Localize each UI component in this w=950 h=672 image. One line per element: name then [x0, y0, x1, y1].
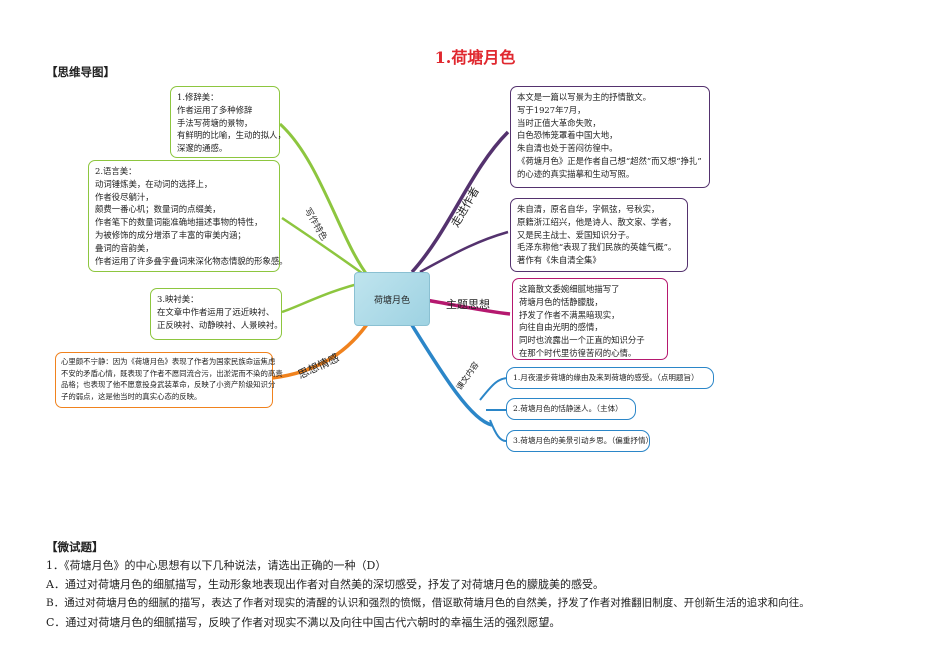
box-line: 心里颇不宁静：因为《荷塘月色》表现了作者为国家民族命运焦虑 — [61, 357, 276, 366]
mindmap-heading: 【思维导图】 — [46, 65, 115, 79]
box-line: 向往自由光明的感情， — [519, 322, 603, 333]
emotion-branch-line — [271, 319, 372, 380]
box-line: 在那个时代里彷徨苦闷的心情。 — [519, 347, 637, 358]
box-line: 荷塘月色的恬静朦胧， — [519, 296, 603, 307]
writing-branch-line-2 — [281, 216, 367, 278]
box-line: 《荷塘月色》正是作者自己想“超然”而又想“挣扎” — [517, 155, 702, 166]
box-line: 原籍浙江绍兴，他是诗人、散文家、学者， — [517, 216, 677, 227]
exercise-body: 1．《荷塘月色》的中心思想有以下几种说法，请选出正确的一种（D） A．通过对荷塘… — [46, 556, 936, 632]
box-line: 朱自清也处于苦闷彷徨中。 — [517, 143, 618, 154]
box-line: 1.修辞美： — [177, 92, 219, 102]
center-node: 荷塘月色 — [354, 272, 430, 326]
theme-box: 这篇散文委婉细腻地描写了 荷塘月色的恬静朦胧， 抒发了作者不满黑暗现实， 向往自… — [512, 278, 668, 360]
box-line: 2.荷塘月色的恬静迷人。（主体） — [513, 404, 623, 413]
box-line: 同时也流露出一个正直的知识分子 — [519, 335, 645, 346]
writing-branch-line — [278, 122, 370, 277]
box-line: 品格；也表现了他不愿意投身武装革命，反映了小资产阶级知识分 — [61, 380, 276, 390]
author-branch-line — [410, 130, 510, 274]
box-line: 叠词的音韵美， — [95, 242, 154, 253]
box-line: 写于1927年7月， — [517, 104, 586, 115]
structure-branch-line-3 — [489, 419, 507, 442]
box-line: 1.月夜漫步荷塘的缘由及来到荷塘的感受。（点明题旨） — [513, 373, 699, 382]
box-line: 朱自清，原名自华，字佩弦，号秋实， — [517, 204, 660, 214]
box-line: 毛泽东称他“表现了我们民族的英雄气概”。 — [517, 242, 677, 253]
box-line: 动词锤炼美，在动词的选择上， — [95, 178, 213, 189]
author-branch-line-2 — [419, 230, 509, 274]
author-box-background: 本文是一篇以写景为主的抒情散文。 写于1927年7月， 当时正值大革命失败， 白… — [510, 86, 710, 188]
structure-item: 2.荷塘月色的恬静迷人。（主体） — [506, 398, 636, 420]
structure-branch-line-1 — [479, 377, 509, 401]
page-title: 1.荷塘月色 — [434, 48, 516, 67]
emotion-box: 心里颇不宁静：因为《荷塘月色》表现了作者为国家民族命运焦虑 不安的矛盾心情，既表… — [55, 352, 283, 408]
exercise-heading: 【微试题】 — [46, 540, 104, 554]
box-line: 3.荷塘月色的美景引动乡思。（偏重抒情） — [513, 436, 654, 445]
box-line: 白色恐怖笼罩着中国大地， — [517, 130, 618, 141]
box-line: 有鲜明的比喻，生动的拟人， — [177, 130, 286, 141]
author-box-bio: 朱自清，原名自华，字佩弦，号秋实， 原籍浙江绍兴，他是诗人、散文家、学者， 又是… — [510, 198, 688, 272]
writing-box-language: 2.语言美： 动词锤炼美，在动词的选择上， 作者役尽躺汁， 颇费一番心机；数量词… — [88, 160, 288, 272]
box-line: 正反映衬、动静映衬、人景映衬。 — [157, 319, 283, 330]
box-line: 3.映衬美： — [157, 294, 199, 304]
theme-branch-line — [425, 298, 511, 316]
box-line: 著作有《朱自清全集》 — [517, 255, 601, 266]
box-line: 抒发了作者不满黑暗现实， — [519, 309, 620, 320]
writing-box-rhetoric: 1.修辞美： 作者运用了多种修辞 手法写荷塘的景物， 有鲜明的比喻，生动的拟人，… — [170, 86, 286, 158]
writing-box-contrast: 3.映衬美： 在文章中作者运用了远近映衬、 正反映衬、动静映衬、人景映衬。 — [150, 288, 283, 340]
exercise-question: 1．《荷塘月色》的中心思想有以下几种说法，请选出正确的一种（D） — [46, 559, 387, 572]
exercise-option-c: C．通过对荷塘月色的细腻描写，反映了作者对现实不满以及向往中国古代六朝时的幸福生… — [46, 616, 561, 629]
box-line: 这篇散文委婉细腻地描写了 — [519, 284, 620, 294]
box-line: 2.语言美： — [95, 166, 137, 176]
box-line: 在文章中作者运用了远近映衬、 — [157, 306, 275, 317]
box-line: 颇费一番心机；数量词的点缀美， — [95, 204, 221, 215]
box-line: 作者笔下的数量词能准确地描述事物的特性， — [95, 217, 263, 228]
box-line: 作者运用了多种修辞 — [177, 104, 253, 115]
box-line: 深邃的通感。 — [177, 143, 228, 154]
box-line: 不安的矛盾心情，既表现了作者不愿同流合污，出淤泥而不染的高贵 — [61, 368, 283, 378]
structure-item: 1.月夜漫步荷塘的缘由及来到荷塘的感受。（点明题旨） — [506, 367, 714, 389]
box-line: 的心迹的真实描摹和生动写照。 — [517, 168, 635, 179]
box-line: 为被修饰的成分增添了丰富的审美内涵； — [95, 229, 246, 240]
box-line: 作者役尽躺汁， — [95, 191, 154, 202]
structure-item: 3.荷塘月色的美景引动乡思。（偏重抒情） — [506, 430, 654, 452]
box-line: 作者运用了许多叠字叠词来深化物态情貌的形象感。 — [95, 255, 288, 266]
exercise-option-b: B．通过对荷塘月色的细腻的描写，表达了作者对现实的清醒的认识和强烈的愤慨，借讴歌… — [46, 597, 810, 609]
box-line: 当时正值大革命失败， — [517, 117, 601, 128]
exercise-option-a: A．通过对荷塘月色的细腻描写，生动形象地表现出作者对自然美的深切感受，抒发了对荷… — [46, 578, 604, 591]
theme-branch-label: 主题思想 — [446, 298, 490, 311]
box-line: 子的弱点，这是他当时的真实心态的反映。 — [61, 391, 202, 401]
structure-branch-line — [408, 321, 493, 427]
box-line: 本文是一篇以写景为主的抒情散文。 — [517, 92, 651, 102]
box-line: 手法写荷塘的景物， — [177, 117, 253, 128]
box-line: 又是民主战士、爱国知识分子。 — [517, 229, 635, 240]
center-label: 荷塘月色 — [373, 295, 410, 306]
